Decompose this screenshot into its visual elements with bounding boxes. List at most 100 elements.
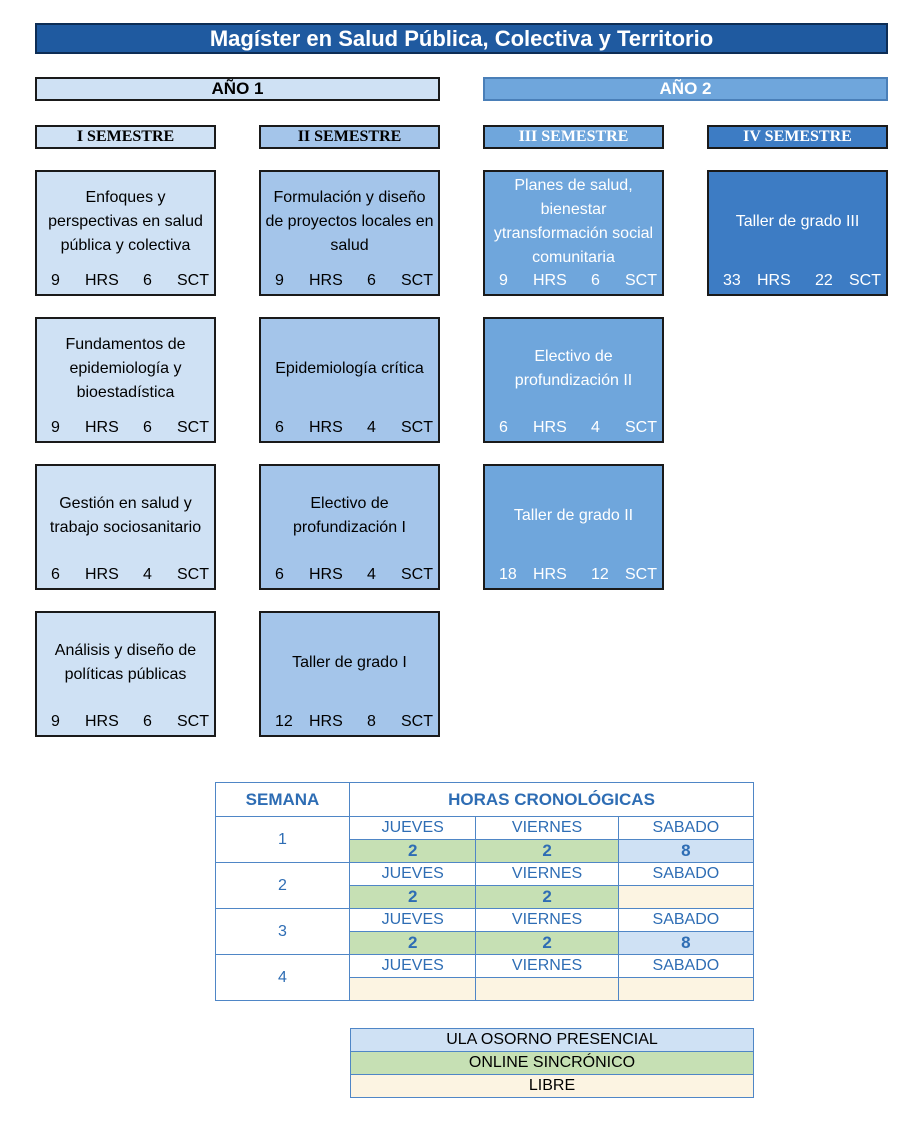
course-name: Taller de grado III	[735, 213, 860, 230]
course-hours: 6	[51, 566, 60, 583]
course-hours: 9	[275, 272, 284, 289]
week-number: 2	[215, 862, 350, 909]
course-credits: 6	[367, 272, 376, 289]
course-credits: 8	[367, 713, 376, 730]
schedule-table: SEMANA HORAS CRONOLÓGICAS 1 JUEVES VIERN…	[215, 782, 755, 1001]
semester-3-header: III SEMESTRE	[483, 125, 664, 149]
course-card: Enfoques y perspectivas en salud pública…	[35, 170, 216, 296]
course-hours: 18	[499, 566, 517, 583]
hrs-label: HRS	[85, 566, 119, 583]
course-card: Electivo de profundización I 6 HRS 4 SCT	[259, 464, 440, 590]
course-name: Gestión en salud y trabajo sociosanitari…	[49, 495, 202, 536]
sct-label: SCT	[401, 566, 433, 583]
course-card: Formulación y diseño de proyectos locale…	[259, 170, 440, 296]
course-hours: 9	[51, 272, 60, 289]
legend: ULA OSORNO PRESENCIAL ONLINE SINCRÓNICO …	[350, 1028, 754, 1098]
hours-cell: 2	[475, 839, 619, 863]
course-hours: 6	[275, 566, 284, 583]
course-card: Taller de grado I 12 HRS 8 SCT	[259, 611, 440, 737]
sct-label: SCT	[177, 419, 209, 436]
day-label: JUEVES	[348, 862, 477, 886]
course-credits: 4	[591, 419, 600, 436]
sct-label: SCT	[401, 713, 433, 730]
sct-label: SCT	[177, 272, 209, 289]
course-hours: 9	[499, 272, 508, 289]
course-name: Enfoques y perspectivas en salud pública…	[48, 189, 203, 254]
hrs-label: HRS	[309, 272, 343, 289]
course-credits: 6	[591, 272, 600, 289]
page-title: Magíster en Salud Pública, Colectiva y T…	[35, 23, 888, 54]
semester-2-header: II SEMESTRE	[259, 125, 440, 149]
course-hours: 6	[499, 419, 508, 436]
legend-libre: LIBRE	[350, 1074, 754, 1098]
course-credits: 6	[143, 713, 152, 730]
hours-cell: 2	[348, 885, 477, 909]
hours-cell	[348, 977, 477, 1001]
sct-label: SCT	[625, 272, 657, 289]
hrs-label: HRS	[533, 272, 567, 289]
course-credits: 6	[143, 272, 152, 289]
course-credits: 4	[143, 566, 152, 583]
course-credits: 12	[591, 566, 609, 583]
sct-label: SCT	[625, 566, 657, 583]
day-label: VIERNES	[475, 954, 619, 978]
sct-label: SCT	[401, 419, 433, 436]
week-number: 4	[215, 954, 350, 1001]
legend-online: ONLINE SINCRÓNICO	[350, 1051, 754, 1075]
course-credits: 22	[815, 272, 833, 289]
week-number: 1	[215, 816, 350, 863]
sct-label: SCT	[177, 713, 209, 730]
col-week-header: SEMANA	[215, 782, 350, 817]
course-card: Epidemiología crítica 6 HRS 4 SCT	[259, 317, 440, 443]
hrs-label: HRS	[309, 566, 343, 583]
sct-label: SCT	[401, 272, 433, 289]
day-label: JUEVES	[348, 954, 477, 978]
hours-cell: 2	[475, 931, 619, 955]
semester-1-header: I SEMESTRE	[35, 125, 216, 149]
hrs-label: HRS	[85, 713, 119, 730]
course-name: Epidemiología crítica	[275, 360, 424, 377]
hours-cell: 2	[348, 839, 477, 863]
hours-cell: 8	[617, 839, 755, 863]
semester-4-header: IV SEMESTRE	[707, 125, 888, 149]
day-label: JUEVES	[348, 816, 477, 840]
hours-cell: 2	[475, 885, 619, 909]
course-credits: 6	[143, 419, 152, 436]
course-credits: 4	[367, 566, 376, 583]
course-name: Análisis y diseño de políticas públicas	[54, 642, 197, 683]
course-card: Gestión en salud y trabajo sociosanitari…	[35, 464, 216, 590]
day-label: SABADO	[617, 816, 755, 840]
course-name: Taller de grado II	[513, 507, 634, 524]
course-card: Taller de grado II 18 HRS 12 SCT	[483, 464, 664, 590]
day-label: VIERNES	[475, 908, 619, 932]
day-label: JUEVES	[348, 908, 477, 932]
course-name: Electivo de profundización I	[293, 495, 406, 536]
course-name: Taller de grado I	[292, 654, 407, 671]
course-credits: 4	[367, 419, 376, 436]
hrs-label: HRS	[533, 419, 567, 436]
hrs-label: HRS	[533, 566, 567, 583]
course-name: Electivo de profundización II	[514, 348, 633, 389]
sct-label: SCT	[625, 419, 657, 436]
year-1-header: AÑO 1	[35, 77, 440, 101]
legend-presencial: ULA OSORNO PRESENCIAL	[350, 1028, 754, 1052]
year-2-header: AÑO 2	[483, 77, 888, 101]
hours-cell: 2	[348, 931, 477, 955]
course-card: Análisis y diseño de políticas públicas …	[35, 611, 216, 737]
hrs-label: HRS	[309, 419, 343, 436]
course-name: Planes de salud, bienestar ytransformaci…	[493, 177, 654, 266]
col-hours-header: HORAS CRONOLÓGICAS	[349, 782, 754, 817]
hours-cell: 8	[617, 931, 755, 955]
sct-label: SCT	[849, 272, 881, 289]
hrs-label: HRS	[309, 713, 343, 730]
hours-cell	[617, 977, 755, 1001]
course-hours: 6	[275, 419, 284, 436]
day-label: VIERNES	[475, 816, 619, 840]
day-label: VIERNES	[475, 862, 619, 886]
course-hours: 12	[275, 713, 293, 730]
hours-cell	[617, 885, 755, 909]
hrs-label: HRS	[85, 272, 119, 289]
hrs-label: HRS	[757, 272, 791, 289]
day-label: SABADO	[617, 954, 755, 978]
